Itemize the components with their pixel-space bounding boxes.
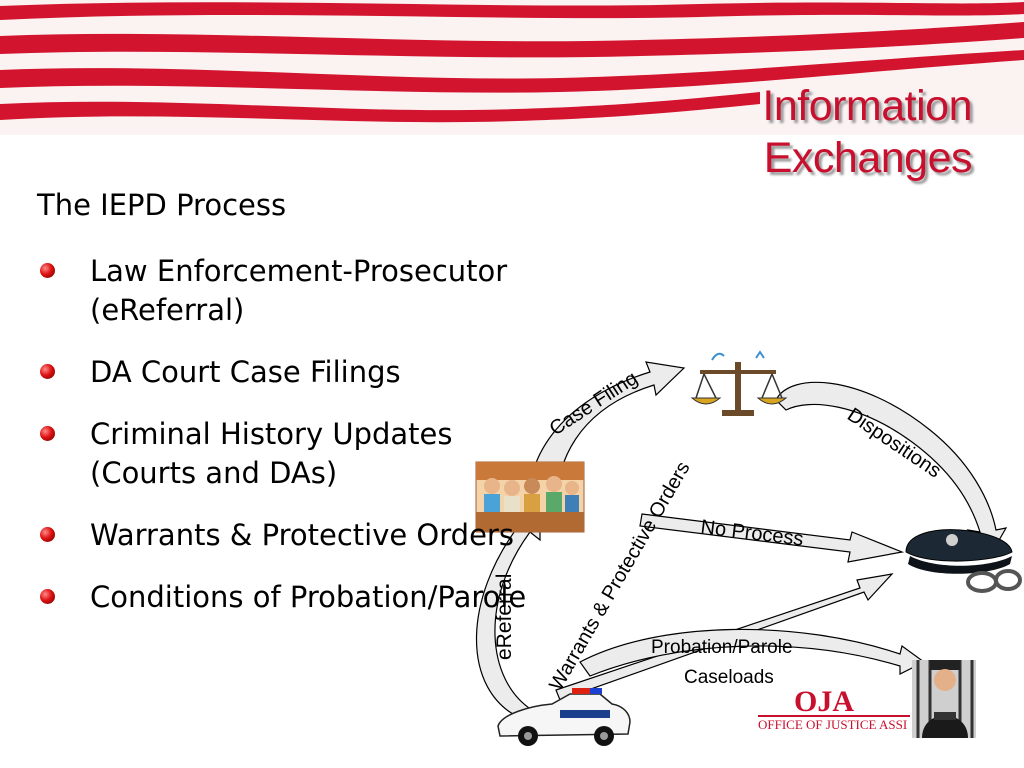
slide-title-line1: Information [762, 82, 972, 130]
probation-parole-label-line1: Probation/Parole [651, 637, 793, 658]
flow-arrows [475, 361, 1008, 719]
section-heading: The IEPD Process [37, 188, 287, 222]
bullet-item: Conditions of Probation/Parole [38, 578, 558, 617]
bullet-icon [40, 263, 55, 278]
bullet-text-line1: Conditions of Probation/Parole [90, 580, 527, 614]
parole-officer-icon [912, 660, 976, 738]
bullet-item: Law Enforcement-Prosecutor (eReferral) [38, 252, 558, 330]
scales-of-justice-icon [690, 350, 788, 416]
bullet-text-line1: Law Enforcement-Prosecutor [90, 254, 508, 288]
case-filing-label: Case Filing [546, 367, 642, 440]
police-hat-handcuffs-icon [905, 529, 1022, 593]
no-process-arrow [639, 513, 905, 563]
dispositions-arrow [775, 381, 1008, 558]
slide-title-line2: Exchanges [763, 134, 973, 182]
police-car-icon [497, 688, 631, 746]
bullet-text-line2: (eReferral) [90, 293, 245, 327]
oja-logo-text: OFFICE OF JUSTICE ASSI [758, 717, 907, 732]
no-process-label: No Process [699, 516, 804, 550]
bullet-icon [40, 527, 55, 542]
bullet-item: Criminal History Updates (Courts and DAs… [38, 415, 558, 493]
oja-logo-mark: OJA [794, 685, 854, 718]
bullet-list: Law Enforcement-Prosecutor (eReferral) D… [38, 252, 558, 640]
bullet-text-line1: Criminal History Updates [90, 417, 453, 451]
slide-title: Information Exchanges [762, 80, 972, 184]
bullet-text-line1: DA Court Case Filings [90, 355, 401, 389]
flag-stripes-decoration [0, 0, 1024, 135]
bullet-icon [40, 426, 55, 441]
oja-logo [758, 715, 910, 717]
ereferral-label: eReferral [493, 574, 516, 660]
courtroom-icon [475, 461, 585, 533]
bullet-text-line1: Warrants & Protective Orders [90, 518, 514, 552]
bullet-text-line2: (Courts and DAs) [90, 456, 338, 490]
bullet-icon [40, 589, 55, 604]
probation-parole-label-line2: Caseloads [684, 667, 774, 688]
bullet-item: Warrants & Protective Orders [38, 516, 558, 555]
bullet-item: DA Court Case Filings [38, 353, 558, 392]
bullet-icon [40, 364, 55, 379]
